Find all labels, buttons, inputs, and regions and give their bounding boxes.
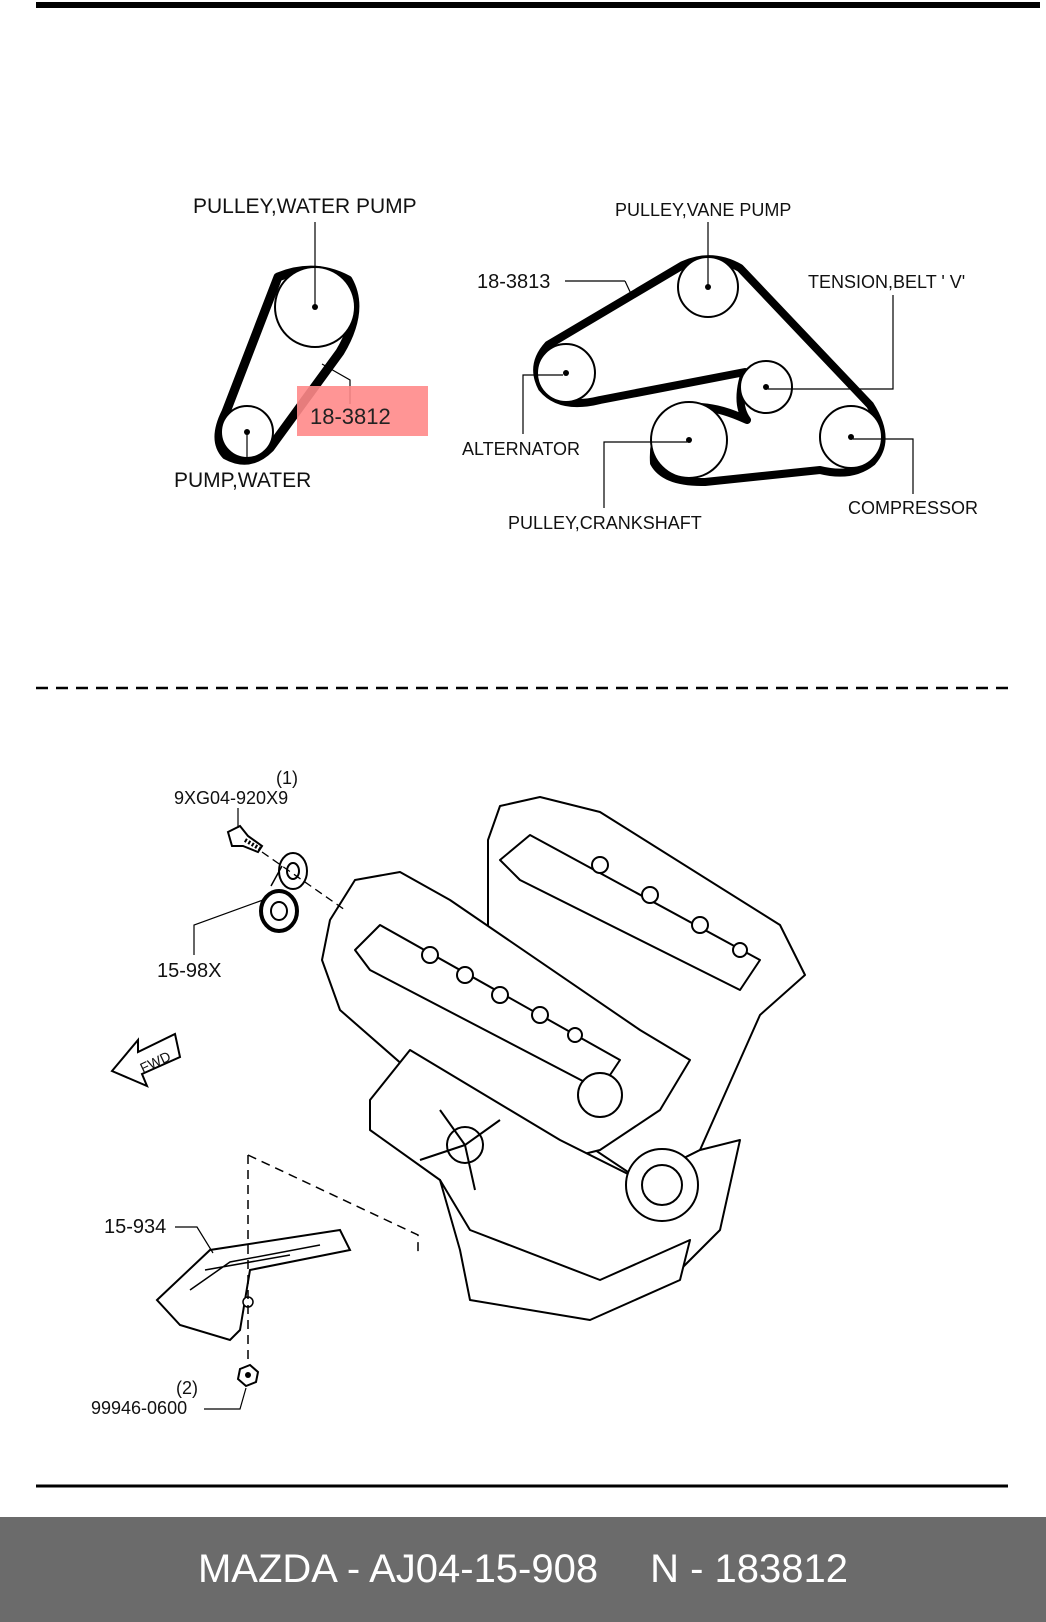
water-pump-belt-drive: 18-3812 PULLEY,WATER PUMP PUMP,WATER [174,195,428,492]
front-plug-4 [531,1006,549,1024]
leader-idler [193,899,264,955]
fwd-arrow-icon [110,1032,182,1088]
leader-compressor [853,438,914,494]
idler-pulley-hole [270,901,288,921]
forward-direction-arrow: FWD [110,1032,182,1088]
engine-assembly [321,796,806,1321]
highlight-box [297,386,428,436]
footer-brand-part: MAZDA - AJ04-15-908 [197,1547,599,1591]
water-pump-pulley-center [312,304,318,310]
idler-dashed-axis [261,851,346,911]
label-pulley-vane-pump: PULLEY,VANE PUMP [615,200,791,220]
rear-plug-1 [591,856,609,874]
nut-99946 [236,1363,260,1388]
label-bolt-qty: (1) [276,768,298,788]
bolt-9xg04 [226,824,264,854]
leader-18-3813-diag [624,280,633,297]
rear-cam-cover-detail [499,834,761,991]
idler-pulley-assembly [226,824,346,933]
label-compressor: COMPRESSOR [848,498,978,518]
crank-pulley-engine-inner [641,1164,683,1206]
idler-connector [270,865,283,887]
rear-plug-3 [691,916,709,934]
label-cover-part: 15-934 [104,1216,166,1238]
footer-n-number: N - 183812 [650,1547,849,1591]
label-idler-part: 15-98X [157,960,222,982]
leader-nut [204,1387,247,1410]
serpentine-belt-drive: PULLEY,VANE PUMP 18-3813 TENSION,BELT ' … [462,200,978,533]
rear-plug-4 [732,942,748,958]
front-plug-5 [567,1027,583,1043]
water-pump-hub-center [244,429,250,435]
leader-cover [175,1226,214,1254]
label-pulley-crankshaft: PULLEY,CRANKSHAFT [508,513,702,533]
vane-pump-center [705,284,711,290]
label-alternator: ALTERNATOR [462,439,580,459]
part-number-footer: MAZDA - AJ04-15-908 N - 183812 [0,1517,1046,1622]
label-pump-water: PUMP,WATER [174,469,311,492]
compressor-center [848,434,854,440]
label-nut-qty: (2) [176,1378,198,1398]
label-nut-part: 99946-0600 [91,1398,187,1418]
fan-blades [419,1109,501,1191]
cover-dashed-guide [247,1154,419,1253]
leader-crankshaft [603,441,687,508]
front-plug-3 [491,986,509,1004]
label-tension-belt-v: TENSION,BELT ' V' [808,272,965,292]
label-18-3813: 18-3813 [477,271,550,293]
bolt-threads [243,838,264,852]
crankshaft-center [686,437,692,443]
label-18-3812: 18-3812 [310,404,391,429]
nut-hole [245,1372,251,1378]
alternator-center [563,370,569,376]
front-accessory-pulley [577,1072,623,1118]
label-pulley-water-pump: PULLEY,WATER PUMP [193,195,417,218]
label-bolt-part: 9XG04-920X9 [174,788,288,808]
rear-plug-2 [641,886,659,904]
front-plug-2 [456,966,474,984]
oil-pan [439,1179,691,1321]
cover-15-934 [155,1154,419,1360]
front-plug-1 [421,946,439,964]
leader-tension-belt [768,295,894,390]
leader-alternator [522,374,563,434]
cover-shape [155,1228,352,1342]
tensioner-center [763,384,769,390]
